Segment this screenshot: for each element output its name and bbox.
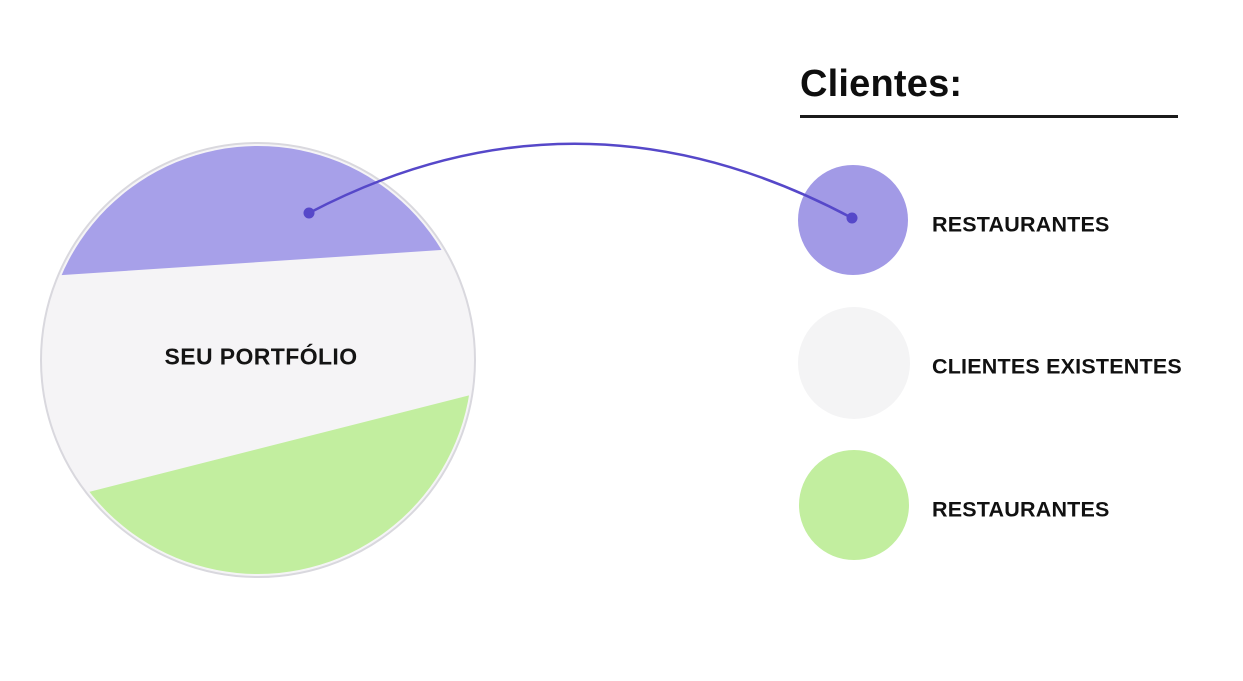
legend-title-underline: [800, 115, 1178, 118]
connector-dot-start: [303, 207, 315, 219]
portfolio-circle-label: SEU PORTFÓLIO: [164, 343, 358, 370]
legend-label-restaurantes-purple: RESTAURANTES: [932, 212, 1110, 237]
legend-label-restaurantes-green: RESTAURANTES: [932, 497, 1110, 522]
connector-curve: [307, 142, 854, 220]
legend-swatch-restaurantes-green: [799, 450, 909, 560]
legend-swatch-clientes-existentes: [798, 307, 910, 419]
legend-label-clientes-existentes: CLIENTES EXISTENTES: [932, 354, 1182, 379]
legend-title: Clientes:: [800, 63, 963, 105]
connector-dot-end: [846, 212, 858, 224]
